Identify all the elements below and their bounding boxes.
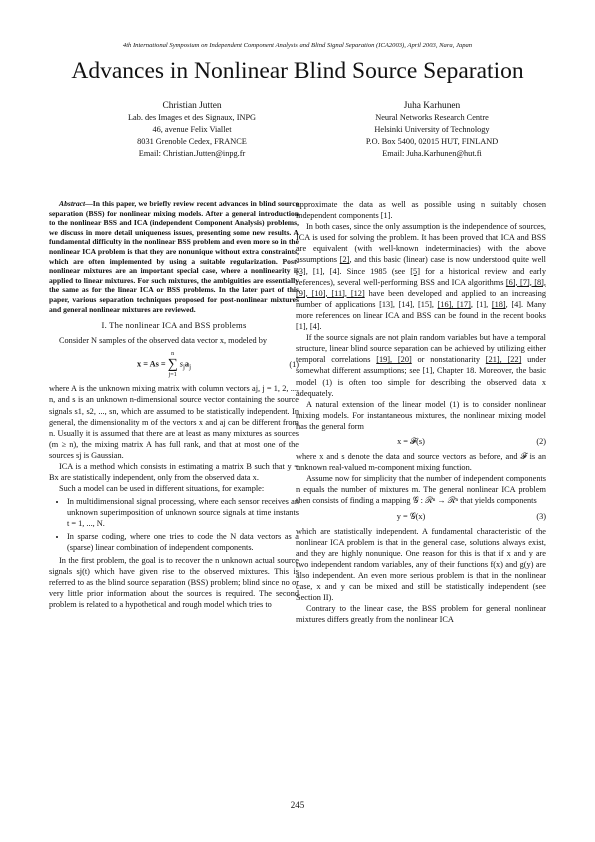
citation-link[interactable]: [18]	[491, 299, 506, 309]
text-run: or nonstationarity	[411, 355, 486, 365]
text-run: If the source signals are not plain rand…	[296, 333, 546, 365]
abstract: Abstract—In this paper, we briefly revie…	[49, 199, 299, 314]
sum-lower: j=1	[168, 372, 177, 379]
paragraph: Assume now for simplicity that the numbe…	[296, 474, 546, 506]
sum-operator: n ∑ j=1	[168, 350, 178, 379]
author-email: Email: Christian.Jutten@inpg.fr	[138, 149, 246, 159]
eq-lhs: x = As =	[137, 359, 168, 369]
sigma-symbol: ∑	[167, 357, 178, 373]
paragraph: Contrary to the linear case, the BSS pro…	[296, 604, 546, 625]
equation-2: x = 𝓕(s) (2)	[296, 436, 546, 447]
right-column: approximate the data as well as possible…	[296, 199, 546, 625]
paragraph: Such a model can be used in different si…	[59, 484, 265, 494]
author-city: P.O. Box 5400, 02015 HUT, FINLAND	[365, 137, 499, 147]
list-item: In multidimensional signal processing, w…	[67, 496, 299, 529]
equation-body: x = As = n ∑ j=1 sjaj	[49, 350, 279, 379]
abstract-text: —In this paper, we briefly review recent…	[49, 199, 299, 314]
paragraph: where A is the unknown mixing matrix wit…	[49, 384, 299, 460]
equation-number: (2)	[536, 436, 546, 446]
author-affiliation: Neural Networks Research Centre	[375, 113, 489, 123]
citation-link[interactable]: [19], [20]	[376, 355, 412, 365]
author-affiliation: Lab. des Images et des Signaux, INPG	[127, 113, 257, 123]
paragraph: ICA is a method which consists in estima…	[49, 461, 299, 483]
citation-link[interactable]: [2]	[339, 255, 350, 265]
list-item: In sparse coding, where one tries to cod…	[67, 531, 299, 553]
running-header: 4th International Symposium on Independe…	[122, 42, 473, 49]
paragraph: which are statistically independent. A f…	[296, 526, 546, 603]
author-block-1: Christian Jutten Lab. des Images et des …	[72, 100, 312, 160]
author-name: Christian Jutten	[162, 101, 222, 111]
equation-body: y = 𝒢(x)	[396, 511, 426, 521]
page-number: 245	[290, 800, 305, 810]
citation-link[interactable]: [5]	[410, 266, 420, 276]
author-city: 8031 Grenoble Cedex, FRANCE	[137, 137, 247, 147]
text-run: In both cases, since the only assumption…	[296, 222, 546, 265]
sum-upper: n	[171, 351, 175, 358]
citation-link[interactable]: [6], [7], [8], [9], [10], [11], [12]	[296, 277, 546, 298]
text-run: , [1],	[470, 299, 492, 309]
left-column: Abstract—In this paper, we briefly revie…	[49, 199, 299, 610]
paragraph: In both cases, since the only assumption…	[296, 221, 546, 332]
equation-1: x = As = n ∑ j=1 sjaj (1)	[49, 350, 299, 379]
eq-sub2: j	[189, 364, 191, 372]
paragraph: where x and s denote the data and source…	[296, 452, 546, 473]
equation-body: x = 𝓕(s)	[397, 436, 425, 446]
author-block-2: Juha Karhunen Neural Networks Research C…	[312, 100, 552, 160]
paragraph: Consider N samples of the observed data …	[59, 336, 268, 346]
text-run: , [1], [4]. Since 1985 (see	[305, 266, 411, 276]
paragraph: A natural extension of the linear model …	[296, 399, 546, 431]
paper-title: Advances in Nonlinear Blind Source Separ…	[71, 58, 524, 84]
author-address: Helsinki University of Technology	[374, 125, 490, 135]
section-heading: I. The nonlinear ICA and BSS problems	[101, 320, 247, 331]
eq-term2: a	[184, 359, 190, 369]
paragraph: approximate the data as well as possible…	[296, 200, 546, 221]
bullet-list: In multidimensional signal processing, w…	[49, 496, 299, 552]
text-run: have been developed and applied to an in…	[296, 288, 546, 309]
text-run: for a historical review and early refere…	[296, 266, 546, 287]
citation-link[interactable]: [16], [17]	[437, 299, 471, 309]
equation-3: y = 𝒢(x) (3)	[296, 511, 546, 522]
text-run: , [4]. Many more references on linear IC…	[296, 299, 547, 332]
paragraph: If the source signals are not plain rand…	[296, 332, 546, 399]
text-run: under somewhat different assumptions; se…	[296, 355, 546, 398]
citation-link[interactable]: [21], [22]	[485, 355, 522, 365]
author-address: 46, avenue Felix Viallet	[152, 125, 232, 135]
author-email: Email: Juha.Karhunen@hut.fi	[382, 149, 482, 159]
citation-link[interactable]: [3]	[296, 266, 306, 276]
paragraph: In the first problem, the goal is to rec…	[49, 555, 299, 610]
equation-number: (1)	[289, 360, 299, 370]
text-run: , and this basic (linear) case is now un…	[349, 255, 546, 265]
abstract-lead: Abstract	[59, 199, 86, 208]
eq-sub: j	[182, 364, 185, 372]
eq-term: s	[179, 359, 183, 369]
author-name: Juha Karhunen	[403, 101, 461, 111]
equation-number: (3)	[536, 511, 546, 521]
